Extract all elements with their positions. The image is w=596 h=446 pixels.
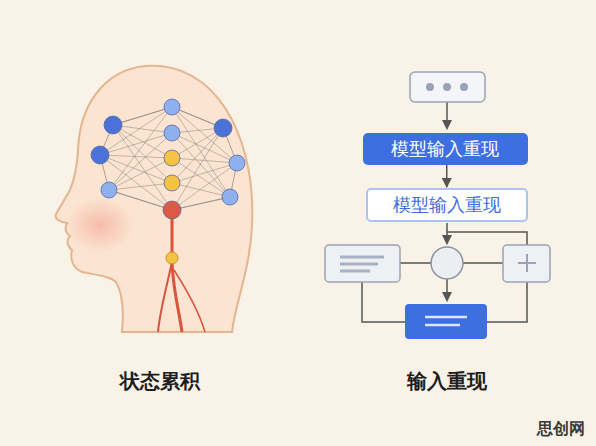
watermark: 思创网 [537, 419, 585, 440]
process-box-outlined: 模型输入重现 [366, 188, 528, 222]
caption-label: 状态累积 [120, 368, 200, 395]
head-silhouette [56, 66, 253, 332]
flow-arrow [446, 165, 448, 187]
box-label: 模型输入重现 [393, 194, 501, 216]
flow-shapes [325, 72, 550, 339]
process-box-filled: 模型输入重现 [363, 133, 528, 165]
neural-network [91, 99, 245, 332]
caption-label: 输入重现 [407, 368, 487, 395]
box-label: 模型输入重现 [391, 138, 499, 160]
